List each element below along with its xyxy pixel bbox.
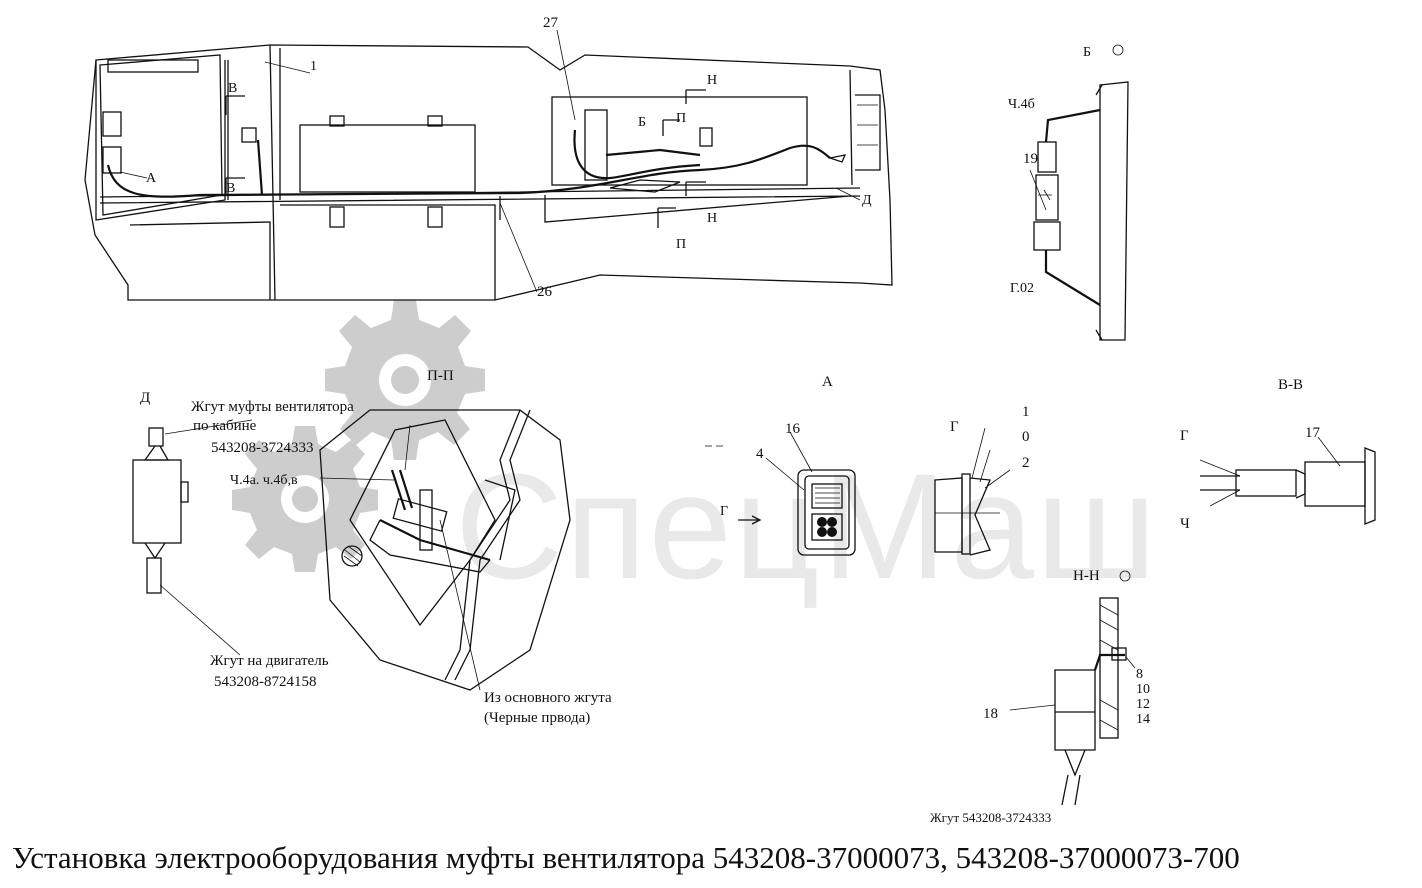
callout-view-A-main: А (146, 171, 157, 186)
relay-component (584, 109, 608, 181)
callout-view-B-main: В (228, 81, 237, 96)
callout-pos-19: 19 (1023, 151, 1038, 167)
callout-harness-engine: Жгут на двигатель (210, 653, 329, 669)
callout-pos-1: 1 (1022, 404, 1030, 420)
section-p-p (319, 409, 571, 691)
callout-harness-cab-2: по кабине (193, 418, 257, 434)
callout-main-harness-2: (Черные прводa) (484, 710, 590, 726)
callout-pos-16: 16 (785, 421, 801, 437)
drawing-title: Установка электрооборудования муфты вент… (12, 840, 1240, 875)
callout-main-harness: Из основного жгута (484, 690, 612, 706)
main-view (84, 29, 893, 301)
callout-pos-27: 27 (543, 15, 559, 31)
callout-view-G-arrow: Г (720, 504, 728, 519)
callout-pos-26: 26 (537, 284, 553, 300)
callout-ch4b: Ч.4б (1008, 97, 1035, 112)
callout-view-G-title: Г (950, 419, 959, 435)
callout-ch4a: Ч.4а. ч.4б,в (230, 473, 298, 488)
callout-pos-14: 14 (1136, 712, 1150, 727)
view-v-v (1199, 436, 1376, 525)
view-d-connector (132, 459, 182, 544)
callout-pos-0: 0 (1022, 429, 1030, 445)
callout-view-P-main: П (676, 111, 686, 126)
callout-pos-12: 12 (1136, 697, 1150, 712)
view-d (132, 419, 253, 656)
callout-pos-4: 4 (756, 446, 764, 462)
watermark-gear-icon-large (325, 300, 485, 460)
watermark-gear-icon-small (232, 426, 378, 572)
callout-view-P-main-2: П (676, 237, 686, 252)
harness-wire (106, 144, 831, 198)
view-b (1029, 81, 1129, 341)
view-a (705, 427, 1011, 556)
callout-section-vv: В-В (1278, 377, 1303, 393)
view-a-switch-housing (797, 469, 856, 556)
callout-section-pp: П-П (427, 368, 454, 384)
callout-view-B-main-2: В (226, 181, 235, 196)
callout-vv-ch: Ч (1180, 516, 1190, 532)
callout-view-D-title: Д (140, 390, 150, 406)
view-v-v-connector-17 (1304, 461, 1366, 507)
callout-pos-17: 17 (1305, 425, 1321, 441)
callout-vv-g: Г (1180, 428, 1189, 444)
callout-pos-1-main: 1 (310, 59, 317, 74)
callout-view-Bb-title: Б (1083, 45, 1091, 60)
battery-box (299, 124, 476, 193)
callout-pos-8: 8 (1136, 667, 1143, 682)
callout-pos-18: 18 (983, 706, 998, 722)
callout-view-H-main: Н (707, 73, 717, 88)
watermark-text: СпецМаш (455, 442, 1158, 610)
callout-view-H-main-2: Н (707, 211, 717, 226)
callout-harness-cab-num: 543208-3724333 (211, 440, 314, 456)
callout-pos-2: 2 (1022, 455, 1030, 471)
callout-harness-engine-num: 543208-8724158 (214, 674, 317, 690)
watermark: СпецМаш (232, 300, 1158, 610)
fan-clutch-switch (102, 146, 122, 174)
section-n-n (1009, 570, 1136, 806)
callout-view-D-main: Д (862, 193, 872, 208)
callout-harness-nn: Жгут 543208-3724333 (930, 810, 1051, 825)
n-n-sensor-18 (1054, 669, 1096, 751)
callout-view-A-title: А (822, 374, 833, 390)
callout-pos-10: 10 (1136, 682, 1150, 697)
callout-harness-cab: Жгут муфты вентилятора (191, 399, 354, 415)
switch-component (102, 111, 122, 137)
callout-view-Bb-main: Б (638, 115, 646, 130)
cab-outline (84, 44, 893, 301)
callout-section-nn: Н-Н (1073, 568, 1100, 584)
callout-g02: Г.02 (1010, 281, 1034, 296)
